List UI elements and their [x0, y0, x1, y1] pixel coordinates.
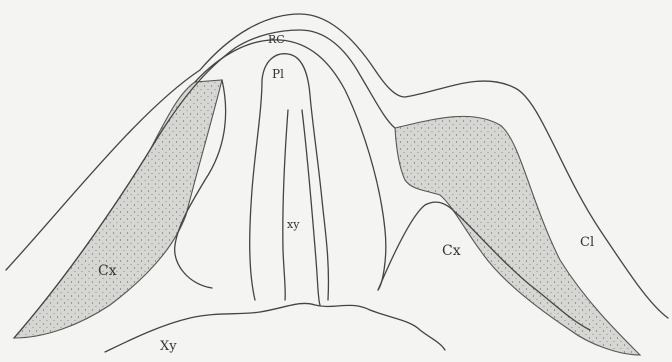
label-xy-center: xy: [287, 218, 300, 231]
xylem-strand-left: [283, 110, 288, 300]
central-body-outline: [195, 40, 386, 290]
pl-left-edge: [250, 80, 262, 300]
label-cl: Cl: [580, 235, 594, 250]
label-rc: RC: [268, 33, 285, 46]
label-pl: Pl: [272, 67, 284, 81]
pl-inner-shape: [262, 54, 328, 300]
label-cx-left: Cx: [98, 263, 117, 279]
label-xy-bottom: Xy: [160, 339, 177, 354]
label-cx-right: Cx: [442, 243, 461, 259]
bottom-xylem-boundary: [105, 303, 445, 352]
xylem-strand-right: [302, 110, 320, 305]
